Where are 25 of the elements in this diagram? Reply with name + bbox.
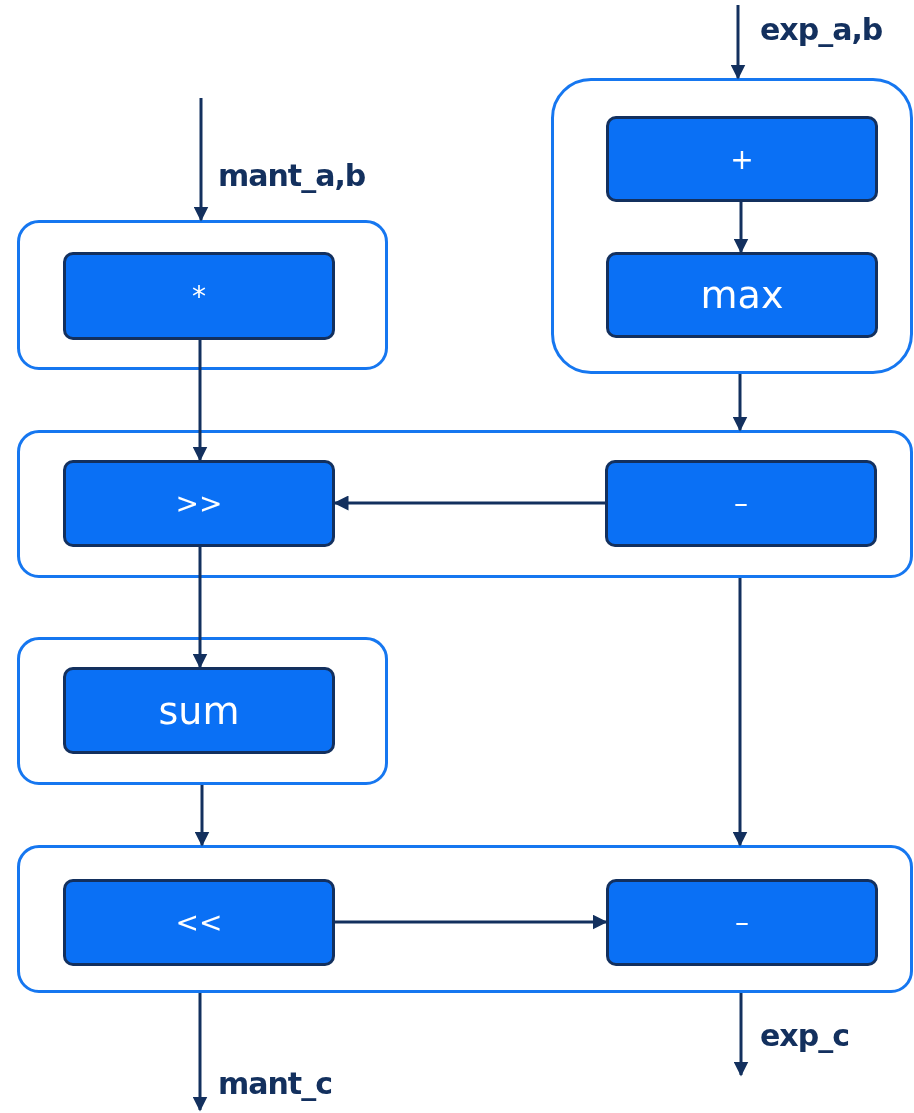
arrow [192,547,208,669]
arrow [730,5,746,80]
group-box [17,845,913,993]
arrow [193,98,209,222]
operation-box: << [63,879,335,966]
group-box [551,78,913,374]
arrow [335,914,608,930]
operation-box: max [606,252,878,338]
operation-box: + [606,116,878,202]
arrow [192,993,208,1112]
arrow [192,340,208,462]
operation-box: >> [63,460,335,547]
arrow [333,495,605,511]
operation-box: – [606,879,878,966]
operation-box: sum [63,667,335,754]
arrow [732,578,748,847]
arrow [733,993,749,1077]
group-box [17,637,388,785]
arrow [194,785,210,847]
group-box [17,430,913,578]
arrow [733,202,749,254]
operation-box: – [605,460,877,547]
group-box [17,220,388,370]
arrow [732,374,748,432]
operation-box: * [63,252,335,340]
